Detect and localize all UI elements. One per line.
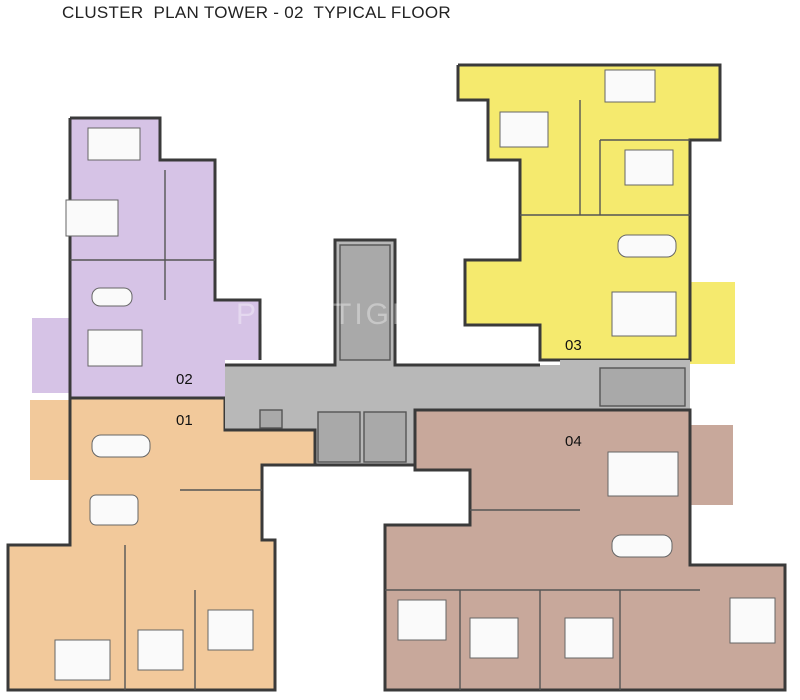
unit-02-balcony bbox=[32, 318, 72, 393]
unit-03-bed-3 bbox=[624, 149, 674, 186]
unit-label-04: 04 bbox=[565, 433, 582, 450]
unit-label-03: 03 bbox=[565, 337, 582, 354]
unit-03-bed-2 bbox=[499, 111, 549, 148]
unit-01-sofa bbox=[89, 494, 139, 526]
lift-2 bbox=[363, 411, 407, 463]
unit-02-bed-2 bbox=[65, 199, 119, 237]
unit-label-01: 01 bbox=[176, 412, 193, 429]
unit-03-balcony bbox=[690, 282, 735, 364]
unit-03-sofa bbox=[611, 291, 677, 337]
unit-02-dining-table bbox=[91, 287, 133, 307]
staircase-east bbox=[599, 367, 686, 407]
shaft bbox=[259, 409, 283, 429]
unit-04-sofa bbox=[607, 451, 679, 497]
unit-01-dining-table bbox=[91, 434, 151, 458]
unit-01-area bbox=[6, 396, 317, 692]
unit-03-dining-table bbox=[617, 234, 677, 258]
unit-01-balcony bbox=[30, 400, 72, 480]
unit-04-balcony bbox=[688, 425, 733, 505]
unit-03-bed-1 bbox=[604, 69, 656, 103]
plan-title: CLUSTER PLAN TOWER - 02 TYPICAL FLOOR bbox=[62, 3, 451, 22]
unit-02-sofa bbox=[87, 329, 143, 367]
unit-03-fill bbox=[458, 65, 720, 360]
unit-03-area bbox=[456, 63, 735, 364]
unit-04-bed-4 bbox=[729, 597, 776, 644]
unit-01-bed-3 bbox=[207, 609, 254, 651]
lift-1 bbox=[317, 411, 361, 463]
unit-01-bed-1 bbox=[54, 639, 111, 681]
unit-04-area bbox=[383, 408, 787, 692]
unit-04-bed-3 bbox=[564, 617, 614, 659]
core-area bbox=[225, 238, 690, 467]
unit-label-02: 02 bbox=[176, 371, 193, 388]
unit-04-dining-table bbox=[611, 534, 673, 558]
unit-04-bed-2 bbox=[469, 617, 519, 659]
unit-02-area bbox=[32, 116, 262, 398]
unit-01-bed-2 bbox=[137, 629, 184, 671]
staircase-north bbox=[339, 244, 391, 361]
watermark: PROPTIGER bbox=[236, 298, 440, 331]
unit-02-bed-1 bbox=[87, 127, 141, 161]
unit-04-bed-1 bbox=[397, 599, 447, 641]
